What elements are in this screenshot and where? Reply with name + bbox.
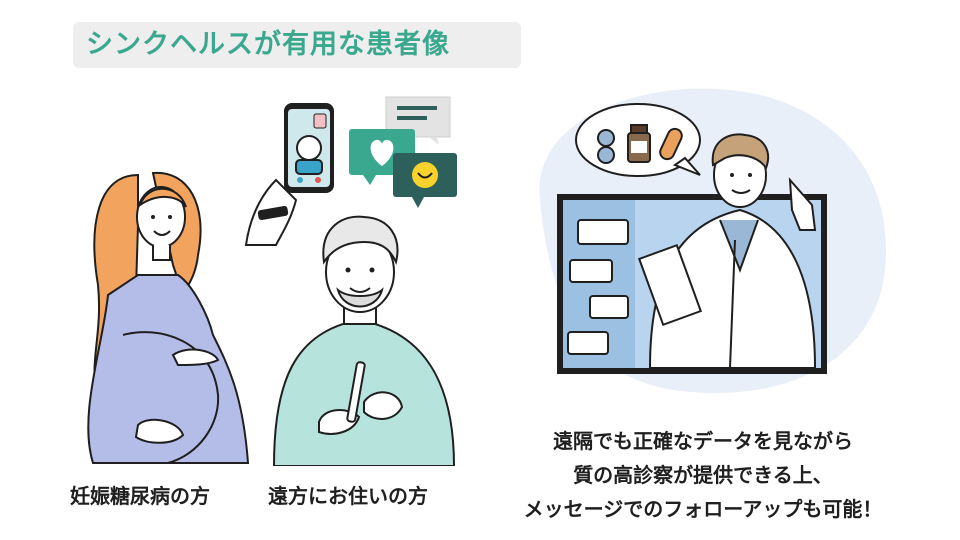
smile-chat-icon — [393, 153, 457, 208]
pregnant-woman-illustration — [87, 171, 250, 464]
caption-pregnant: 妊娠糖尿病の方 — [70, 484, 210, 508]
title-background — [73, 22, 521, 68]
pills-icon — [597, 129, 615, 164]
description-line-1: 遠隔でも正確なデータを見ながら — [553, 429, 853, 453]
page-title: シンクヘルスが有用な患者像 — [86, 29, 450, 60]
caption-remote: 遠方にお住いの方 — [268, 484, 428, 508]
elderly-man-illustration — [272, 215, 456, 466]
smartphone-icon — [244, 103, 334, 246]
description-line-2: 質の高診察が提供できる上、 — [573, 463, 833, 487]
description-line-3: メッセージでのフォローアップも可能！ — [523, 497, 883, 521]
capsule-icon — [659, 127, 683, 161]
description: 遠隔でも正確なデータを見ながら 質の高診察が提供できる上、 メッセージでのフォロ… — [495, 424, 911, 526]
telehealth-illustration — [539, 88, 887, 393]
medicine-bottle-icon — [627, 124, 651, 163]
